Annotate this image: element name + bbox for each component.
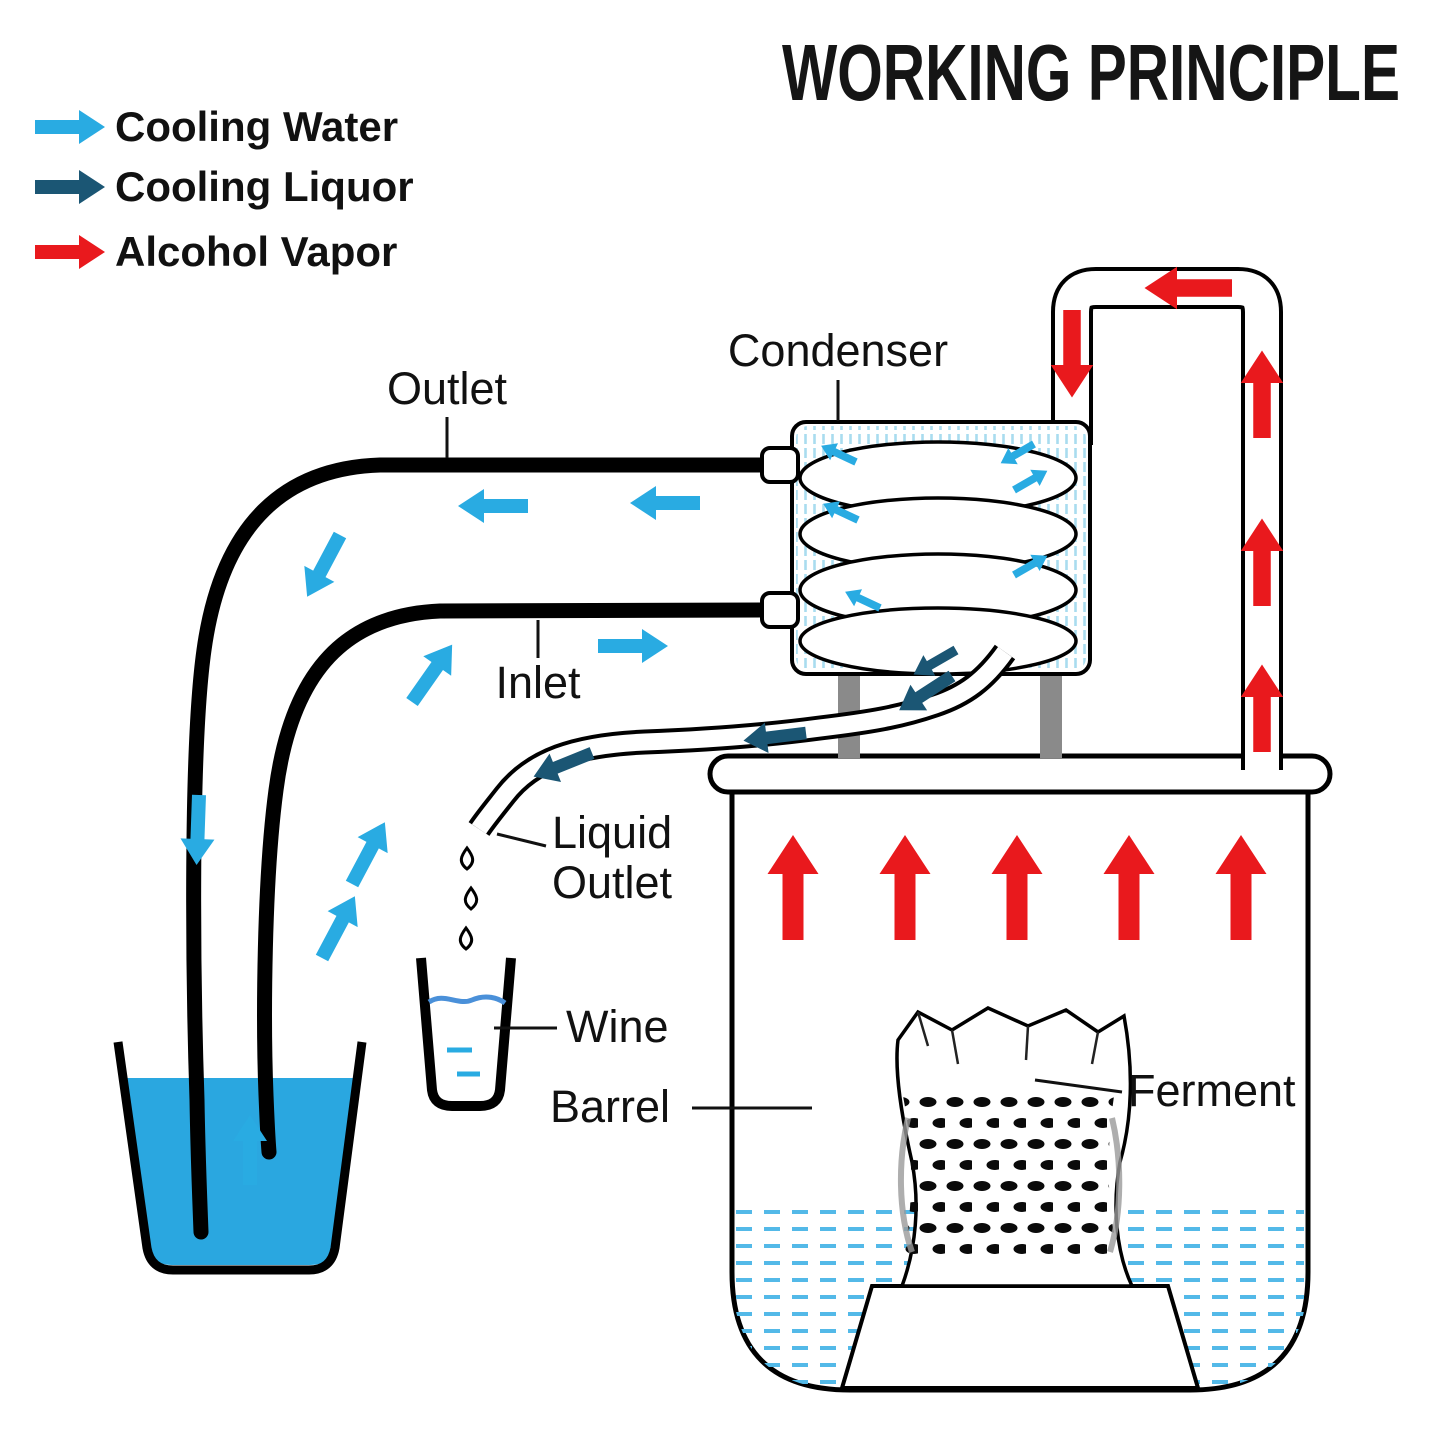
legend-label-alcohol-vapor: Alcohol Vapor xyxy=(115,228,397,275)
outlet-hose xyxy=(186,457,789,1240)
liquid-outlet-tube xyxy=(468,644,1016,837)
water-drop xyxy=(463,885,479,911)
legend-item-alcohol-vapor: Alcohol Vapor xyxy=(35,228,397,275)
water-flow-arrow xyxy=(292,527,356,605)
cooling-water-arrow-icon xyxy=(35,110,105,144)
inlet-connector xyxy=(760,591,800,629)
bag-fold-line xyxy=(1090,1031,1100,1065)
ferment-label: Ferment xyxy=(1128,1065,1296,1116)
barrel-lid xyxy=(707,753,1333,795)
bag-fold-line xyxy=(1024,1025,1030,1061)
legend-label-cooling-water: Cooling Water xyxy=(115,103,398,150)
outlet-connector xyxy=(760,446,800,484)
legend-label-cooling-liquor: Cooling Liquor xyxy=(115,163,414,210)
water-flow-arrow xyxy=(630,486,700,520)
barrel-label: Barrel xyxy=(550,1081,670,1132)
liquid-outlet-label-line2: Outlet xyxy=(552,857,673,908)
bag-shading-right xyxy=(1107,1117,1123,1253)
cooling-liquor-arrow-icon xyxy=(35,170,105,204)
ferment-stand xyxy=(839,1284,1201,1390)
water-bucket xyxy=(113,1041,367,1275)
inlet-hose xyxy=(257,602,789,1160)
legend-item-cooling-liquor: Cooling Liquor xyxy=(35,163,414,210)
wine-glass-outline xyxy=(416,957,516,1111)
liquid-outlet-leader-line xyxy=(496,832,547,848)
inlet-label: Inlet xyxy=(495,657,581,708)
bag-shading-left xyxy=(897,1117,915,1253)
outlet-label: Outlet xyxy=(387,363,508,414)
water-flow-arrow xyxy=(336,814,400,892)
water-flow-arrow xyxy=(179,794,216,866)
liquid-outlet-label-line1: Liquid xyxy=(552,807,672,858)
wine-label: Wine xyxy=(566,1001,669,1052)
water-flow-arrow xyxy=(306,888,370,966)
annotations: Condenser Outlet Inlet Liquid Outlet Win… xyxy=(387,325,1296,1132)
water-flow-arrow xyxy=(458,489,528,523)
bucket-outline xyxy=(113,1041,367,1275)
bag-fold-line xyxy=(916,1011,930,1047)
condenser-leg-right xyxy=(1040,674,1062,758)
barrel xyxy=(707,753,1333,1393)
bucket-water xyxy=(124,1078,356,1265)
bag-fold-line xyxy=(950,1029,960,1065)
vapor-pipe xyxy=(1050,266,1284,770)
grain-dots xyxy=(902,1096,1120,1262)
alcohol-vapor-arrow-icon xyxy=(35,235,105,269)
legend: Cooling Water Cooling Liquor Alcohol Vap… xyxy=(35,103,414,275)
water-flow-arrow xyxy=(598,629,668,663)
legend-item-cooling-water: Cooling Water xyxy=(35,103,398,150)
wine-drip xyxy=(458,845,479,951)
page-title: WORKING PRINCIPLE xyxy=(782,28,1400,117)
water-drop xyxy=(458,925,474,951)
water-flow-arrow xyxy=(398,634,467,712)
wine-surface-line xyxy=(427,994,507,1006)
ferment-bag xyxy=(895,1006,1135,1288)
condenser-label: Condenser xyxy=(728,325,948,376)
water-drop xyxy=(459,845,475,871)
ferment-leader-line xyxy=(1034,1078,1123,1094)
cooling-hoses xyxy=(186,446,800,1240)
wine-glass xyxy=(416,957,516,1111)
